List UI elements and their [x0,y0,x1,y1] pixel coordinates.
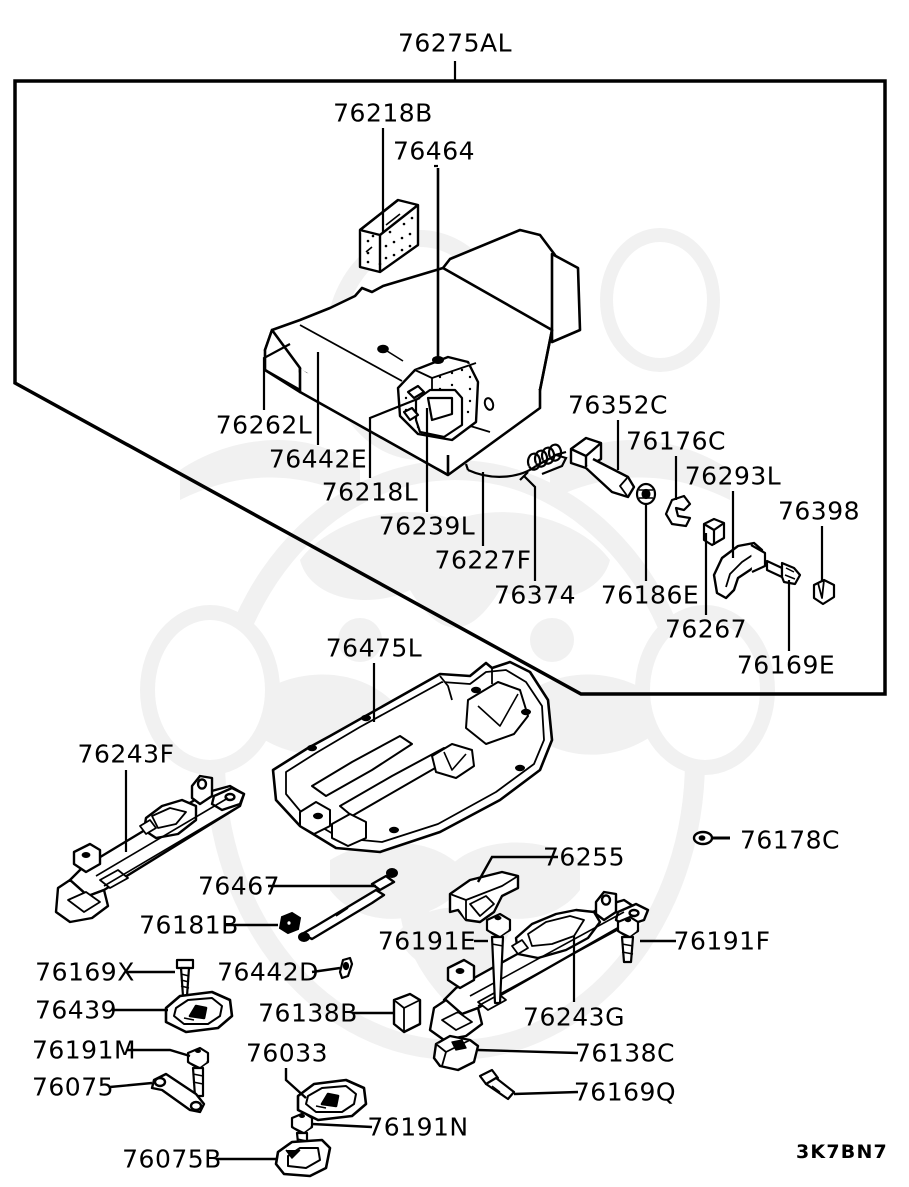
part-76178C-pin [692,830,730,846]
part-76475L-hardware-dots [307,686,531,834]
part-76398-cap [812,578,836,606]
part-76075-link-bar [150,1072,206,1114]
leader-76442D [311,966,341,974]
leader-76033 [284,1068,307,1099]
part-76218B-pad [358,198,420,274]
part-76169Q-screw [478,1068,516,1101]
callout-label-76191F: 76191F [673,926,771,956]
callout-label-76191E: 76191E [377,926,477,956]
callout-label-76475L: 76475L [325,633,423,663]
callout-label-76262L: 76262L [215,410,313,440]
leader-76191M [127,1048,191,1058]
leader-76191N [311,1122,373,1129]
part-76176C-retainer-clip [664,494,692,528]
callout-label-76138C: 76138C [575,1038,675,1068]
part-76181B-washer [278,911,302,935]
callout-label-76439: 76439 [34,995,118,1025]
part-76169E-bolt [765,559,802,586]
callout-label-76442D: 76442D [217,957,319,987]
callout-label-76075B: 76075B [122,1144,222,1174]
callout-label-76075: 76075 [31,1072,115,1102]
part-console-lid-knob [377,344,404,362]
part-76191F-bolt [616,915,640,964]
callout-label-76218B: 76218B [333,98,433,128]
part-76352C-lever-arm [569,436,636,499]
part-76243F-rail-left [54,774,246,924]
callout-label-76243F: 76243F [77,739,175,769]
callout-label-76218L: 76218L [321,477,419,507]
leader-lines-upper [262,128,824,651]
callout-label-76255: 76255 [542,842,626,872]
callout-label-76293L: 76293L [684,461,782,491]
part-76467-damper-rod [298,868,398,942]
leader-76138C [477,1048,579,1055]
callout-label-76169Q: 76169Q [573,1077,677,1107]
callout-label-76398: 76398 [777,496,861,526]
part-76075B-striker-pad [274,1138,332,1178]
callout-label-76138B: 76138B [258,998,358,1028]
part-76191M-bolt [186,1046,210,1098]
sheet-code: 3K7BN7 [796,1141,888,1163]
callout-label-76169E: 76169E [736,650,836,680]
part-76442D-clip [338,956,354,980]
part-76218B-texture [366,216,414,266]
part-76267-grommet [702,517,726,547]
callout-label-76239L: 76239L [378,511,476,541]
callout-label-76169X: 76169X [35,957,135,987]
callout-label-76464: 76464 [392,136,476,166]
part-76475L-tray [271,660,554,854]
callout-label-76181B: 76181B [139,910,239,940]
part-76243G-rail-right [428,890,650,1042]
callout-label-76352C: 76352C [568,390,668,420]
callout-label-76033: 76033 [245,1038,329,1068]
callout-label-76176C: 76176C [626,426,726,456]
part-76439-bezel-plate [164,990,234,1034]
part-76293L-release-handle [712,541,767,600]
callout-label-76178C: 76178C [740,825,840,855]
part-76138C-cover [432,1034,480,1072]
callout-label-76275AL: 76275AL [397,28,513,58]
leader-76075 [109,1081,153,1089]
callout-label-76227F: 76227F [434,545,532,575]
part-76186E-bushing [635,482,657,506]
leader-76255 [476,855,558,883]
part-76169X-screw [175,958,195,998]
callout-label-76374: 76374 [493,580,577,610]
console-emboss-mark [483,397,495,411]
callout-label-76243G: 76243G [523,1002,625,1032]
part-76033-bezel-plate [296,1078,368,1122]
callout-label-76191M: 76191M [31,1035,137,1065]
part-76374-spring [519,443,567,481]
group-boundary-box [13,79,887,696]
callout-label-76442E: 76442E [268,444,368,474]
part-76464-hinge-shaft [432,168,444,364]
callout-label-76267: 76267 [664,614,748,644]
part-76138B-cover [392,992,422,1034]
part-76255-bracket [448,870,520,924]
callout-label-76191N: 76191N [367,1112,469,1142]
callout-label-76467: 76467 [197,871,281,901]
leader-76169Q [513,1090,579,1096]
part-76191E-bolt [485,912,512,1005]
callout-label-76186E: 76186E [600,580,700,610]
